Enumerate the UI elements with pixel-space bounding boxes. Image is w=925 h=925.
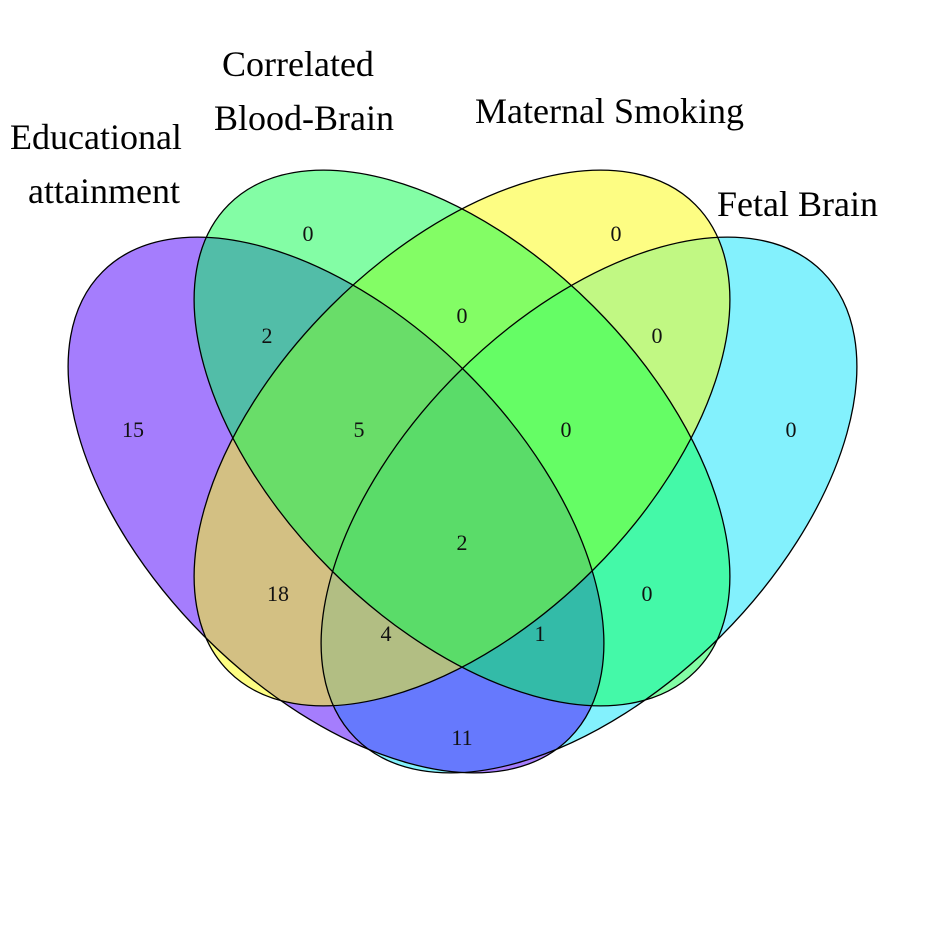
- region-count-abd: 1: [535, 621, 546, 646]
- region-count-d: 0: [786, 417, 797, 442]
- set-outline-maternal-smoking: [193, 169, 731, 707]
- region-count-abc: 5: [354, 417, 365, 442]
- set-outline-fetal-brain: [320, 236, 858, 774]
- region-count-bcd: 0: [561, 417, 572, 442]
- outline-layer: [67, 169, 858, 774]
- region-count-b: 0: [303, 221, 314, 246]
- region-count-bc: 0: [457, 303, 468, 328]
- region-count-abcd: 2: [457, 530, 468, 555]
- set-label-correlated-line1: Correlated: [222, 44, 374, 84]
- set-label-educational-line1: Educational: [10, 117, 182, 157]
- region-count-ac: 18: [267, 581, 289, 606]
- region-count-ad: 11: [451, 725, 472, 750]
- set-label-correlated-line2: Blood-Brain: [214, 98, 394, 138]
- region-count-a: 15: [122, 417, 144, 442]
- set-label-fetal-brain: Fetal Brain: [717, 184, 878, 224]
- set-label-educational-line2: attainment: [28, 171, 180, 211]
- region-count-bd: 0: [642, 581, 653, 606]
- count-layer: 15 0 0 0 2 0 0 5 0 2 18 4 1 0 11: [122, 221, 797, 750]
- label-layer: Educational attainment Correlated Blood-…: [10, 44, 878, 224]
- set-outline-educational-attainment: [67, 236, 605, 774]
- region-count-c: 0: [611, 221, 622, 246]
- region-count-cd: 0: [652, 323, 663, 348]
- region-count-acd: 4: [381, 621, 392, 646]
- region-count-ab: 2: [262, 323, 273, 348]
- set-label-maternal-smoking: Maternal Smoking: [475, 91, 744, 131]
- set-outline-correlated-blood-brain: [193, 169, 731, 707]
